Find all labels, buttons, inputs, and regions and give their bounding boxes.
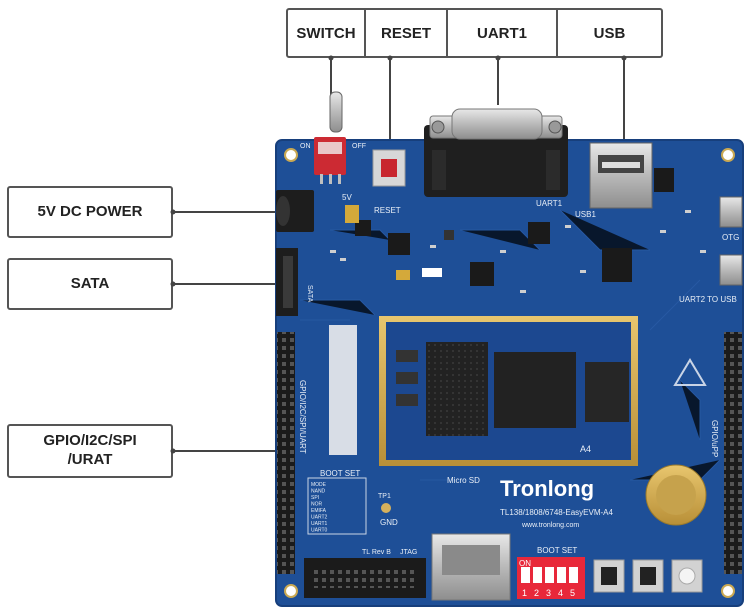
reset-label: RESET (366, 10, 448, 56)
top-label-group: SWITCH RESET UART1 USB (286, 8, 663, 58)
push-button-3[interactable] (671, 559, 703, 593)
boot-table-row: MODE (311, 482, 327, 488)
uart1-label: UART1 (448, 10, 558, 56)
silk-boot-set-2: BOOT SET (537, 546, 577, 555)
usb-connector[interactable] (589, 142, 653, 209)
reset-button[interactable] (372, 149, 406, 187)
silk-gpio-right: GPIO/uPP (710, 420, 719, 457)
power-label: 5V DC POWER (7, 186, 173, 238)
silk-a4: A4 (580, 444, 591, 454)
gpio-label-line1: GPIO/I2C/SPI (43, 432, 137, 450)
micro-usb-otg[interactable] (719, 196, 743, 228)
dip-switch[interactable] (517, 557, 585, 599)
dip-number-4: 4 (558, 588, 563, 598)
silk-micro-sd: Micro SD (447, 476, 480, 485)
boot-table-row: UART2 (311, 515, 328, 521)
push-button-2[interactable] (632, 559, 664, 593)
silk-off: OFF (352, 143, 366, 150)
silk-uart2: UART2 TO USB (679, 295, 737, 304)
usb-label: USB (593, 24, 626, 42)
boot-table-row: NOR (311, 502, 323, 508)
power-switch[interactable] (314, 91, 346, 184)
board-website: www.tronlong.com (521, 522, 579, 529)
dip-on-label: ON (519, 559, 531, 568)
silk-boot-set: BOOT SET (320, 469, 360, 478)
boot-table-row: SPI (311, 495, 319, 501)
board-model: TL138/1808/6748-EasyEVM-A4 (500, 508, 614, 517)
push-button-1[interactable] (593, 559, 625, 593)
gpio-label: GPIO/I2C/SPI /URAT (7, 424, 173, 478)
micro-sd-slot[interactable] (431, 533, 511, 601)
gpio-label-line2: /URAT (67, 451, 113, 468)
boot-table-row: UART1 (311, 521, 328, 527)
logo-triangle-icon (673, 358, 707, 386)
white-label-panel (329, 325, 357, 455)
gpio-header-right[interactable] (724, 332, 742, 574)
silk-sata: SATA (306, 285, 313, 303)
sata-connector[interactable] (276, 248, 298, 316)
dip-number-3: 3 (546, 588, 551, 598)
dip-number-2: 2 (534, 588, 539, 598)
silk-usb1: USB1 (575, 210, 596, 219)
silk-5v: 5V (342, 193, 352, 202)
silk-on: ON (300, 143, 311, 150)
uart1-connector[interactable] (424, 108, 568, 197)
silk-jtag: JTAG (400, 549, 417, 556)
dc-power-jack[interactable] (276, 190, 314, 232)
gpio-header-left[interactable] (277, 332, 295, 574)
dip-number-5: 5 (570, 588, 575, 598)
silk-tp1: TP1 (378, 493, 391, 500)
boot-table-row: NAND (311, 489, 326, 495)
switch-label: SWITCH (288, 10, 366, 56)
som-core-module (379, 316, 638, 466)
silk-rev: TL Rev B (362, 549, 391, 556)
boot-set-table (307, 477, 367, 535)
coin-battery-holder (645, 464, 707, 526)
silk-gnd: GND (380, 518, 398, 527)
micro-usb-uart2[interactable] (719, 254, 743, 286)
dip-number-1: 1 (522, 588, 527, 598)
sata-label: SATA (7, 258, 173, 310)
silk-reset: RESET (374, 206, 401, 215)
silk-uart1: UART1 (536, 199, 563, 208)
brand-name: Tronlong (500, 476, 594, 501)
boot-table-row: UART0 (311, 528, 328, 534)
test-point (381, 503, 391, 513)
silk-otg: OTG (722, 233, 739, 242)
boot-table-row: EMIFA (311, 508, 327, 514)
silk-gpio-left: GPIO/I2C/SPI/UART (298, 380, 307, 454)
